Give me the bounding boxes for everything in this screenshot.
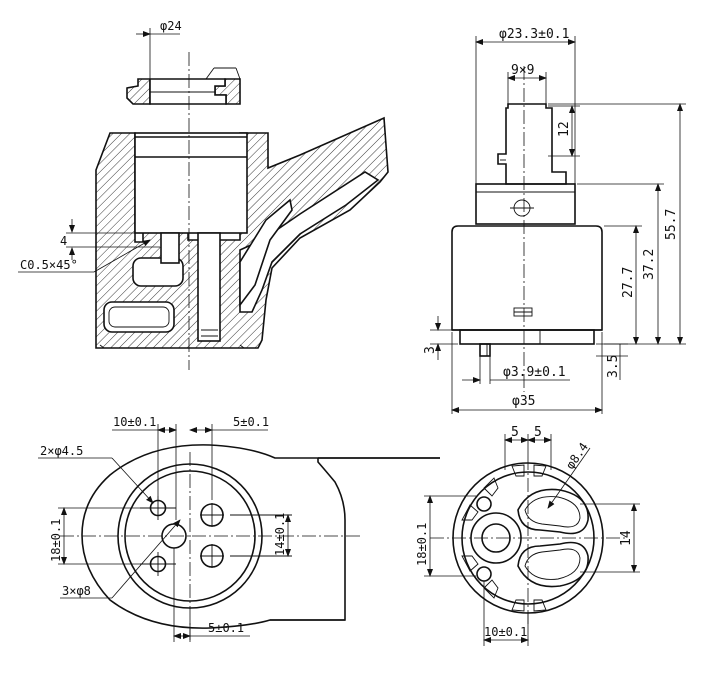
dimension-text: 5 [511, 425, 519, 440]
front-view: φ23.3±0.1 9×9 12 55.7 37.2 27.7 3 [423, 27, 686, 414]
stem [497, 103, 567, 185]
dimension-text: φ35 [512, 394, 535, 409]
dimension-depth: 4 [60, 219, 160, 260]
cavity-lower [103, 301, 175, 333]
seat-view: 10±0.1 5±0.1 2×φ4.5 18±0.1 14±0.1 3×φ8 5… [38, 415, 440, 642]
dimension-text: 3×φ8 [62, 584, 91, 598]
dimension-text: 12 [557, 121, 572, 137]
dimension-text: φ3.9±0.1 [503, 365, 566, 380]
seat-outline [81, 444, 440, 629]
bore [134, 132, 248, 234]
dimension-text: 27.7 [621, 267, 636, 298]
dimension-text: 4 [60, 234, 67, 248]
dimension-text: 18±0.1 [49, 519, 63, 562]
dimension-d24: φ24 [136, 19, 182, 78]
dimension-text: 9×9 [511, 63, 534, 78]
dimension-text: φ23.3±0.1 [499, 27, 569, 42]
dimension-text: φ8.4 [563, 440, 591, 472]
chamfer-text: C0.5×45° [20, 258, 78, 272]
dimension-text: 3.5 [606, 355, 621, 378]
dimension-text: 14±0.1 [273, 513, 287, 556]
nut-part [126, 67, 241, 105]
dimension-text: 3 [423, 346, 438, 354]
chamfer-note: C0.5×45° [18, 239, 151, 273]
dimension-text: 37.2 [642, 249, 657, 280]
dimension-text: 18±0.1 [415, 523, 429, 566]
main-body [451, 225, 603, 331]
dimension-text: 5 [534, 425, 542, 440]
dimension-text: φ24 [160, 19, 182, 33]
dimension-text: 10±0.1 [113, 415, 156, 429]
section-view: φ24 4 [18, 19, 389, 370]
ribs [461, 464, 547, 612]
port-lower [517, 541, 589, 588]
bottom-view: 5 5 φ8.4 18±0.1 14 10±0.1 [415, 425, 640, 646]
port-upper [517, 488, 589, 535]
dimension-text: 5±0.1 [208, 621, 244, 635]
dimension-text: 55.7 [664, 209, 679, 240]
dimension-text: 14 [619, 530, 634, 546]
cavity-upper [132, 257, 184, 287]
dimension-text: 10±0.1 [484, 625, 527, 639]
dimension-text: 2×φ4.5 [40, 444, 83, 458]
dimension-text: 5±0.1 [233, 415, 269, 429]
shoulder [475, 183, 576, 225]
